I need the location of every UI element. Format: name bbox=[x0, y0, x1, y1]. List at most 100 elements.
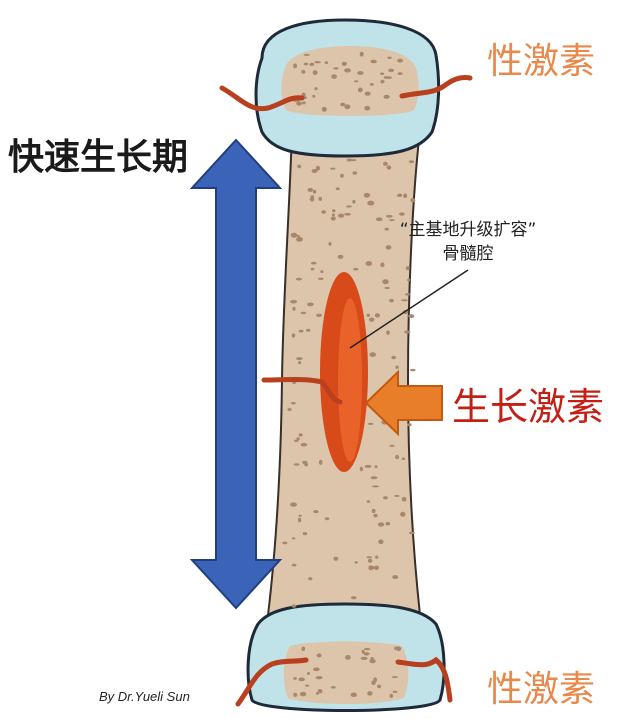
bone-speckle bbox=[292, 604, 297, 607]
bone-speckle bbox=[293, 677, 297, 680]
bone-speckle bbox=[361, 657, 368, 660]
bone-speckle bbox=[396, 646, 401, 651]
bone-speckle bbox=[292, 564, 297, 567]
bone-speckle bbox=[393, 691, 398, 693]
bone-speckle bbox=[344, 213, 351, 216]
bone-speckle bbox=[292, 333, 296, 337]
bone-speckle bbox=[282, 542, 287, 545]
bone-speckle bbox=[366, 261, 373, 266]
author-credit: By Dr.Yueli Sun bbox=[99, 690, 190, 703]
bone-speckle bbox=[386, 330, 390, 334]
bone-speckle bbox=[407, 423, 411, 426]
bone-speckle bbox=[371, 476, 378, 479]
bone-speckle bbox=[325, 517, 330, 520]
bone-speckle bbox=[404, 330, 410, 333]
bone-speckle bbox=[377, 685, 381, 689]
bone-speckle bbox=[305, 685, 309, 687]
bone-speckle bbox=[365, 465, 372, 468]
bone-speckle bbox=[304, 63, 309, 66]
bone-speckle bbox=[364, 648, 371, 650]
bone-speckle bbox=[395, 455, 399, 459]
bone-speckle bbox=[314, 61, 321, 63]
bone-speckle bbox=[355, 561, 358, 563]
bone-speckle bbox=[375, 465, 378, 468]
bone-speckle bbox=[342, 62, 347, 66]
bone-speckle bbox=[370, 657, 374, 661]
bone-speckle bbox=[364, 106, 370, 111]
bone-speckle bbox=[376, 217, 383, 221]
bone-speckle bbox=[392, 676, 398, 678]
bone-speckle bbox=[330, 168, 335, 170]
bone-speckle bbox=[340, 174, 344, 178]
bone-speckle bbox=[405, 293, 410, 295]
bone-speckle bbox=[302, 647, 306, 651]
bone-speckle bbox=[398, 194, 401, 196]
bone-speckle bbox=[331, 74, 337, 79]
growth-hormone-label: 生长激素 bbox=[452, 388, 604, 426]
bone-speckle bbox=[308, 188, 314, 192]
top-spongy-bone bbox=[281, 46, 418, 116]
bone-speckle bbox=[399, 212, 405, 215]
bone-speckle bbox=[362, 650, 365, 654]
bone-speckle bbox=[309, 63, 314, 66]
bone-speckle bbox=[384, 95, 390, 99]
bone-speckle bbox=[336, 187, 340, 190]
bone-speckle bbox=[360, 467, 363, 471]
bone-speckle bbox=[387, 57, 392, 59]
bone-speckle bbox=[381, 80, 385, 84]
bone-speckle bbox=[338, 214, 344, 218]
bone-speckle bbox=[371, 681, 375, 686]
bone-speckle bbox=[338, 255, 344, 259]
bone-speckle bbox=[297, 165, 301, 169]
bone-speckle bbox=[365, 92, 371, 96]
bone-speckle bbox=[364, 193, 370, 198]
bone-speckle bbox=[402, 497, 407, 502]
bone-speckle bbox=[313, 510, 318, 513]
bone-speckle bbox=[368, 559, 372, 563]
marrow-cavity-label: 骨髓腔 bbox=[443, 246, 494, 263]
bone-speckle bbox=[395, 366, 398, 369]
bone-speckle bbox=[360, 52, 364, 57]
bone-speckle bbox=[367, 201, 374, 206]
bone-speckle bbox=[322, 107, 327, 112]
bone-speckle bbox=[332, 209, 335, 212]
bone-speckle bbox=[390, 694, 393, 698]
bone-speckle bbox=[340, 103, 345, 107]
bone-speckle bbox=[408, 314, 414, 318]
bone-speckle bbox=[344, 104, 350, 109]
bone-speckle bbox=[374, 566, 379, 571]
bone-speckle bbox=[301, 443, 308, 447]
bone-speckle bbox=[373, 514, 377, 518]
bone-speckle bbox=[354, 80, 358, 82]
bone-speckle bbox=[333, 67, 338, 69]
bone-speckle bbox=[304, 54, 310, 56]
bone-speckle bbox=[299, 330, 304, 333]
bone-speckle bbox=[387, 76, 392, 79]
bone-speckle bbox=[312, 95, 315, 98]
bone-speckle bbox=[351, 596, 357, 599]
bone-speckle bbox=[389, 299, 394, 303]
bone-speckle bbox=[320, 270, 323, 273]
bone-speckle bbox=[347, 159, 353, 162]
bone-speckle bbox=[385, 522, 390, 526]
bone-speckle bbox=[366, 556, 372, 558]
bone-speckle bbox=[290, 300, 297, 304]
bone-speckle bbox=[383, 162, 388, 166]
sex-hormone-label-top: 性激素 bbox=[487, 44, 595, 80]
bone-speckle bbox=[372, 509, 376, 513]
bone-speckle bbox=[382, 279, 388, 284]
bone-speckle bbox=[313, 667, 320, 671]
bone-speckle bbox=[325, 61, 329, 64]
bone-speckle bbox=[353, 268, 358, 271]
bone-speckle bbox=[311, 268, 315, 271]
bone-speckle bbox=[411, 198, 416, 203]
bone-speckle bbox=[332, 214, 335, 217]
bone-speckle bbox=[407, 279, 410, 282]
bone-speckle bbox=[384, 287, 390, 289]
rapid-growth-phase-label: 快速生长期 bbox=[8, 140, 188, 176]
bone-speckle bbox=[298, 518, 301, 523]
bone-speckle bbox=[346, 205, 352, 207]
bone-speckle bbox=[318, 197, 322, 201]
bone-speckle bbox=[299, 678, 305, 682]
